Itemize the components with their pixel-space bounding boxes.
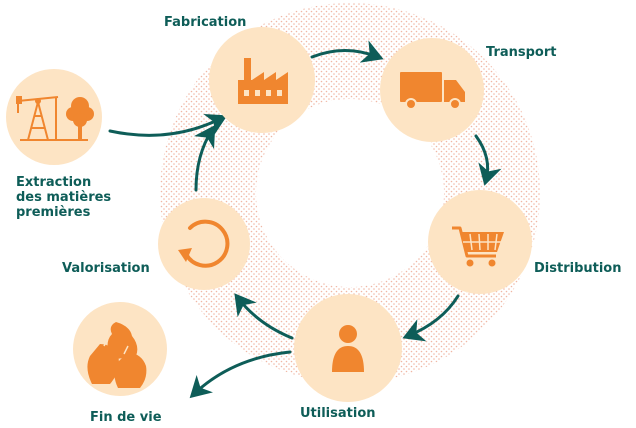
transport-node (380, 38, 484, 142)
distribution-label: Distribution (534, 261, 622, 276)
shopping-cart-icon (452, 226, 504, 267)
truck-icon (400, 72, 465, 110)
transport-label: Transport (486, 45, 557, 60)
arrow-utilisation-to-valorisation (234, 293, 294, 340)
fabrication-label: Fabrication (164, 15, 247, 30)
fin-de-vie-node (73, 302, 167, 396)
arrow-fabrication-to-transport (310, 40, 384, 63)
arrow-distribution-to-utilisation (402, 294, 460, 342)
garbage-bags-icon (87, 322, 147, 388)
factory-icon (238, 58, 288, 104)
extraction-label-line-1: Extraction (16, 175, 92, 190)
oil-pump-and-tree-icon (16, 96, 94, 141)
utilisation-node (294, 294, 402, 402)
extraction-label: Extraction des matières premières (16, 175, 111, 220)
distribution-node (428, 190, 532, 294)
arrow-transport-to-distribution (474, 134, 502, 186)
extraction-node (6, 69, 102, 165)
extraction-label-line-3: premières (16, 205, 91, 220)
fin-de-vie-label: Fin de vie (90, 410, 162, 425)
valorisation-node (158, 198, 250, 290)
valorisation-label: Valorisation (62, 261, 150, 276)
arrow-utilisation-to-fin-de-vie (189, 350, 292, 399)
extraction-label-line-2: des matières (16, 190, 112, 205)
fabrication-node (209, 27, 315, 133)
arrow-extraction-to-fabrication (108, 113, 228, 137)
recycle-arrow-icon (178, 219, 230, 268)
utilisation-label: Utilisation (300, 406, 376, 421)
person-icon (332, 325, 364, 372)
